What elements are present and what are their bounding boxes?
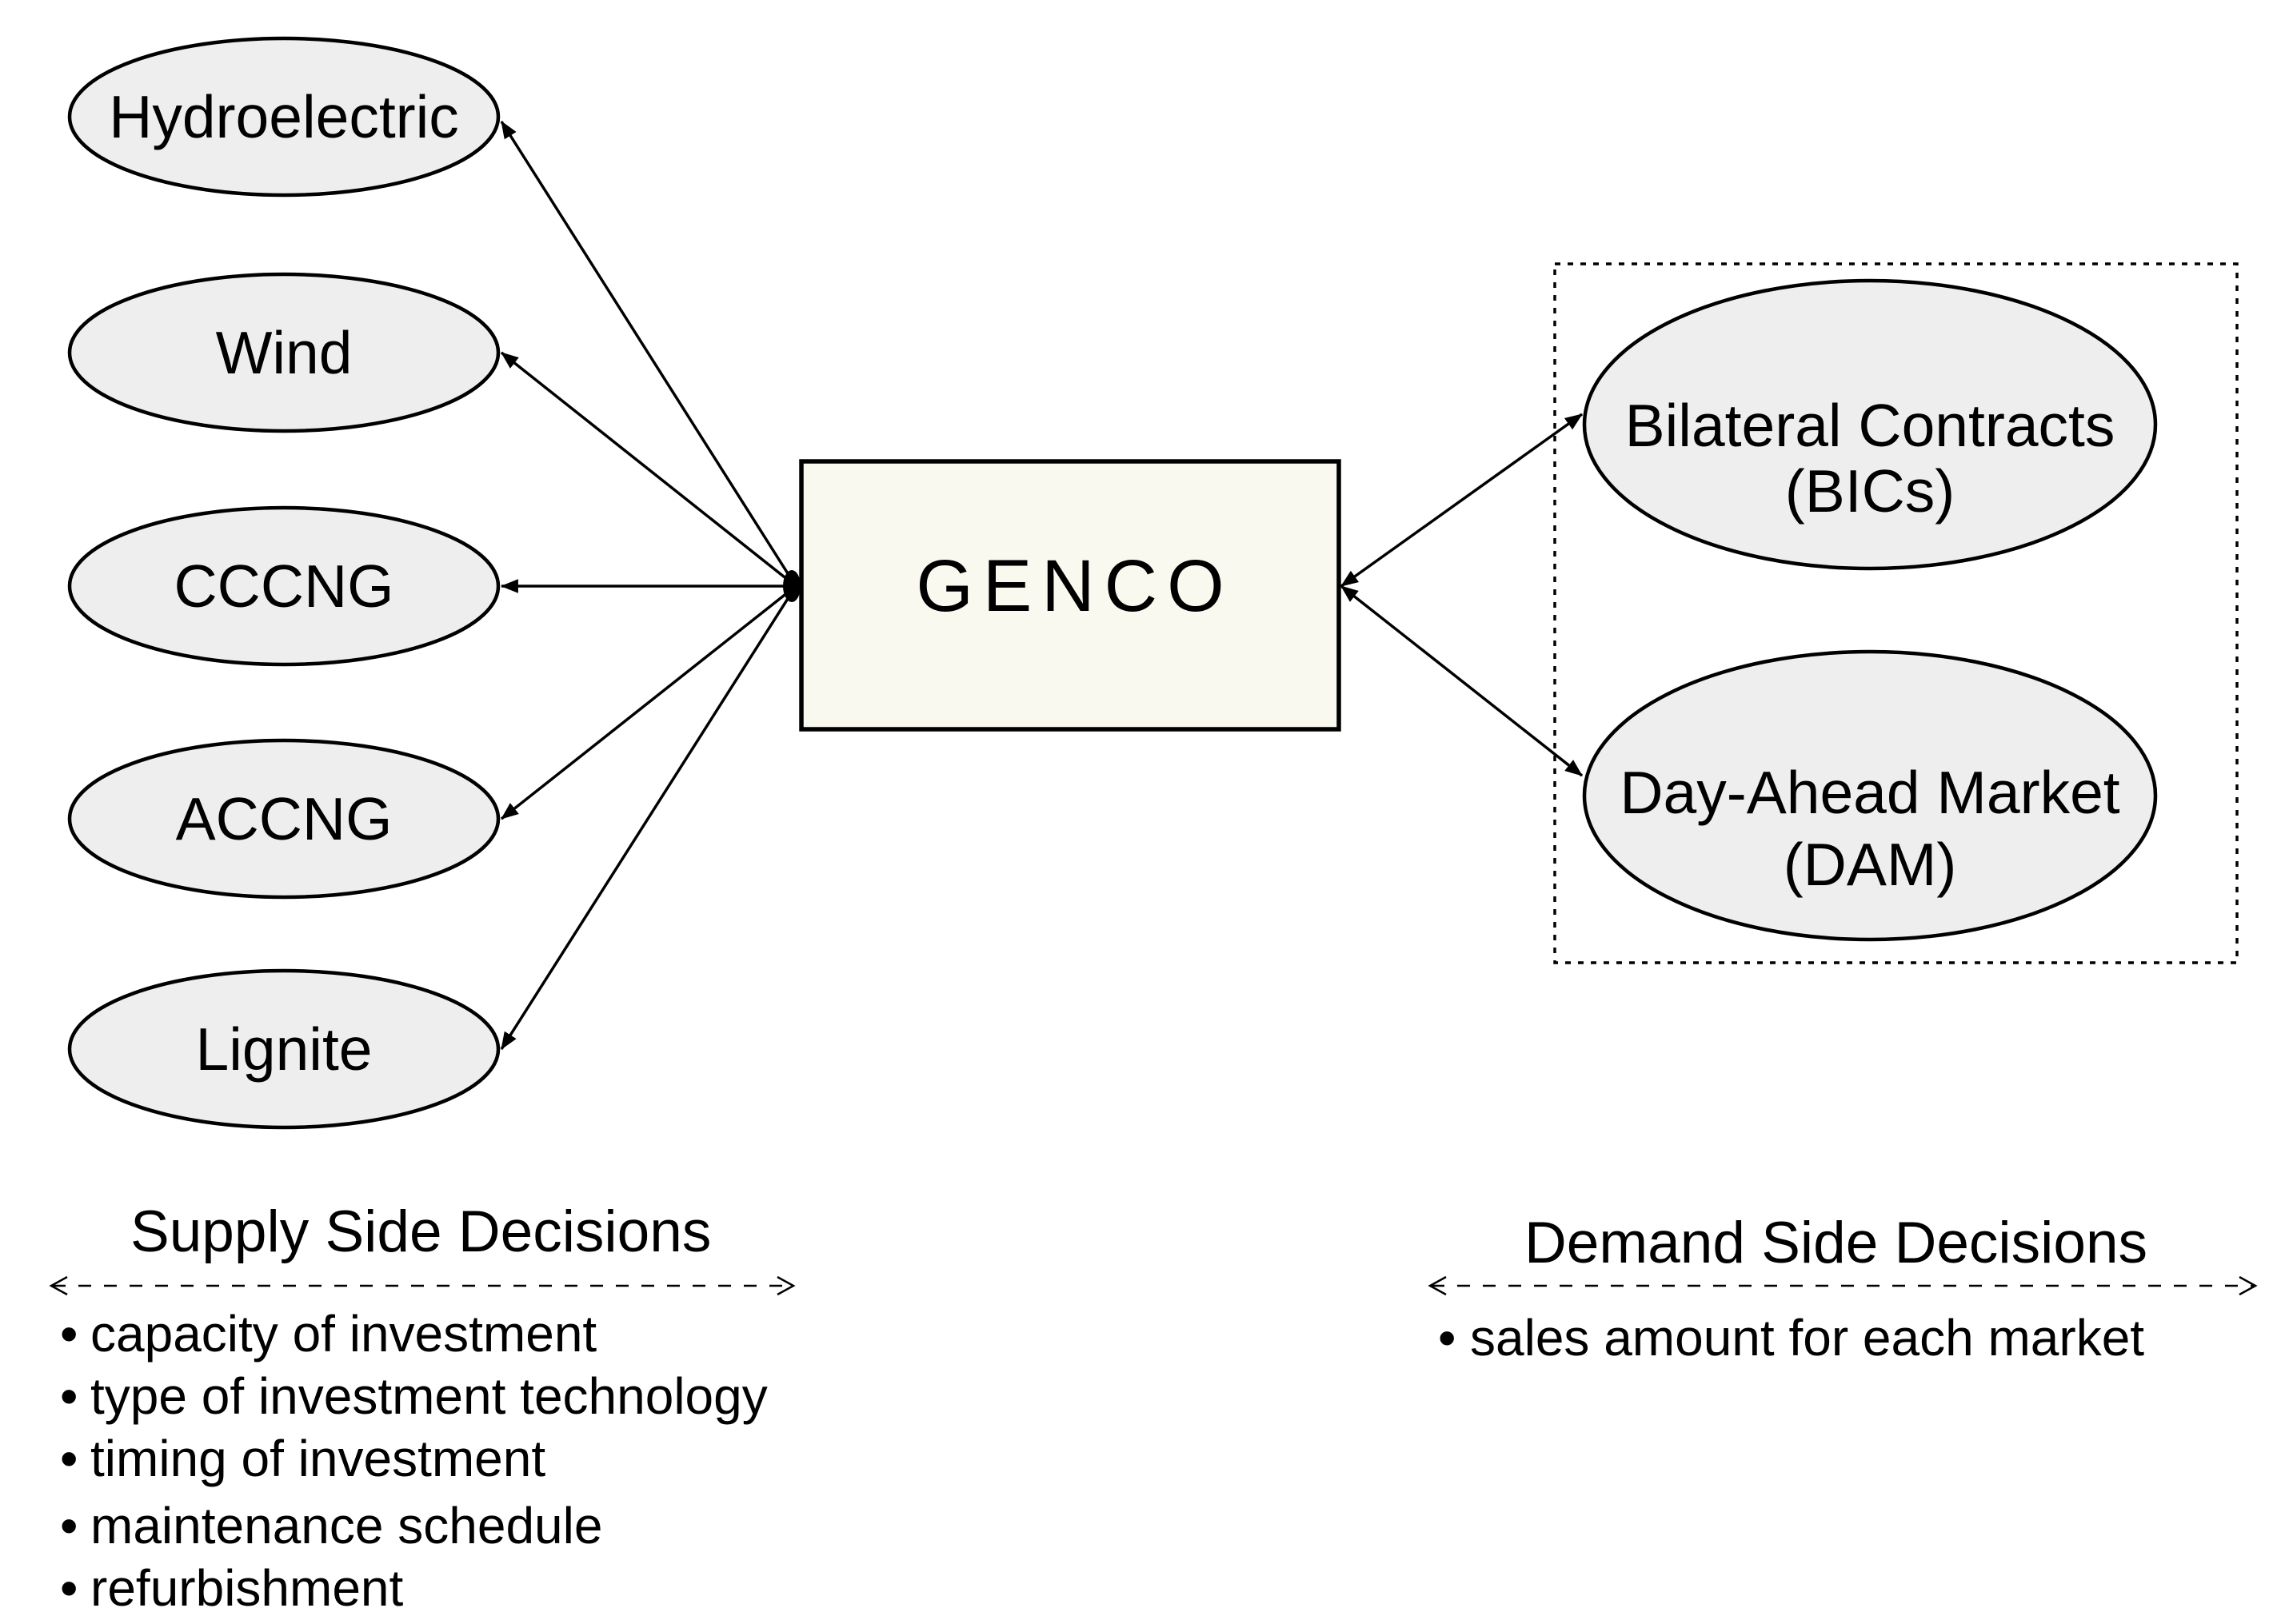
- supply-bullet-item: • capacity of investment: [60, 1305, 597, 1363]
- demand-arrowhead-left: [1428, 1275, 1447, 1296]
- supply-bullet-text: type of investment technology: [90, 1367, 768, 1425]
- edge-genco-hydroelectric: [500, 121, 797, 587]
- cccng-label: CCCNG: [174, 553, 394, 620]
- edge-genco-wind: [500, 351, 797, 588]
- day-ahead-market-ellipse: [1582, 649, 2158, 942]
- genco-box: [799, 459, 1341, 732]
- supply-arrowhead-right: [777, 1275, 796, 1296]
- edge-genco-bilateral-contracts: [1340, 413, 1584, 588]
- supply-bullet-text: capacity of investment: [90, 1305, 597, 1363]
- supply-side-decisions: Supply Side Decisions • capacity of inve…: [49, 1199, 796, 1617]
- supply-bullet-item: • type of investment technology: [60, 1367, 768, 1425]
- market-group: Bilateral Contracts (BICs) Day-Ahead Mar…: [1553, 262, 2239, 964]
- supply-bullet-text: timing of investment: [90, 1430, 545, 1487]
- supply-node-wind: Wind: [67, 272, 501, 433]
- bilateral-contracts-label: Bilateral Contracts: [1625, 392, 2115, 459]
- bullet-marker: •: [60, 1367, 78, 1425]
- supply-side-range-arrow: [49, 1275, 796, 1296]
- bullet-marker: •: [1438, 1309, 1456, 1367]
- bilateral-contracts-abbrev: (BICs): [1785, 457, 1955, 525]
- demand-bullet-text: sales amount for each market: [1470, 1309, 2144, 1367]
- supply-bullet-text: maintenance schedule: [90, 1497, 602, 1554]
- lignite-ellipse: [67, 968, 501, 1130]
- supply-edges: [500, 121, 801, 1050]
- supply-node-cccng: CCCNG: [67, 505, 501, 667]
- bullet-marker: •: [60, 1497, 78, 1554]
- cccng-ellipse: [67, 505, 501, 667]
- wind-ellipse: [67, 272, 501, 433]
- supply-bullet-item: • maintenance schedule: [60, 1497, 602, 1554]
- demand-side-heading: Demand Side Decisions: [1524, 1211, 2147, 1275]
- supply-node-lignite: Lignite: [67, 968, 501, 1130]
- supply-bullet-item: • timing of investment: [60, 1430, 545, 1487]
- bullet-marker: •: [60, 1305, 78, 1363]
- supply-arrowhead-left: [49, 1275, 68, 1296]
- demand-side-decisions: Demand Side Decisions • sales amount for…: [1428, 1211, 2258, 1367]
- bullet-marker: •: [60, 1430, 78, 1487]
- demand-bullet-list: • sales amount for each market: [1438, 1309, 2144, 1367]
- edge-hub-dot: [783, 570, 801, 602]
- supply-bullet-item: • refurbishment: [60, 1559, 404, 1617]
- bilateral-contracts-ellipse: [1582, 278, 2158, 571]
- genco-node: GENCO: [799, 459, 1341, 732]
- supply-bullet-list: • capacity of investment • type of inves…: [60, 1305, 768, 1617]
- hydroelectric-label: Hydroelectric: [109, 83, 459, 150]
- hydroelectric-ellipse: [67, 36, 501, 198]
- market-node-bilateral-contracts: Bilateral Contracts (BICs): [1582, 278, 2158, 571]
- accng-label: ACCNG: [176, 785, 393, 852]
- accng-ellipse: [67, 738, 501, 900]
- demand-arrowhead-right: [2239, 1275, 2258, 1296]
- edge-genco-accng: [500, 585, 797, 820]
- supply-node-hydroelectric: Hydroelectric: [67, 36, 501, 198]
- market-edges: [1340, 413, 1584, 777]
- demand-side-range-arrow: [1428, 1275, 2258, 1296]
- demand-bullet-item: • sales amount for each market: [1438, 1309, 2144, 1367]
- supply-node-accng: ACCNG: [67, 738, 501, 900]
- supply-side-heading: Supply Side Decisions: [130, 1199, 711, 1264]
- genco-label: GENCO: [916, 545, 1233, 627]
- market-node-day-ahead-market: Day-Ahead Market (DAM): [1582, 649, 2158, 942]
- supply-bullet-text: refurbishment: [90, 1559, 404, 1617]
- day-ahead-market-label: Day-Ahead Market: [1620, 759, 2119, 826]
- bullet-marker: •: [60, 1559, 78, 1617]
- wind-label: Wind: [216, 319, 353, 386]
- edge-genco-day-ahead-market: [1340, 585, 1584, 777]
- edge-genco-lignite: [500, 585, 797, 1050]
- lignite-label: Lignite: [195, 1015, 372, 1083]
- day-ahead-market-abbrev: (DAM): [1784, 831, 1957, 898]
